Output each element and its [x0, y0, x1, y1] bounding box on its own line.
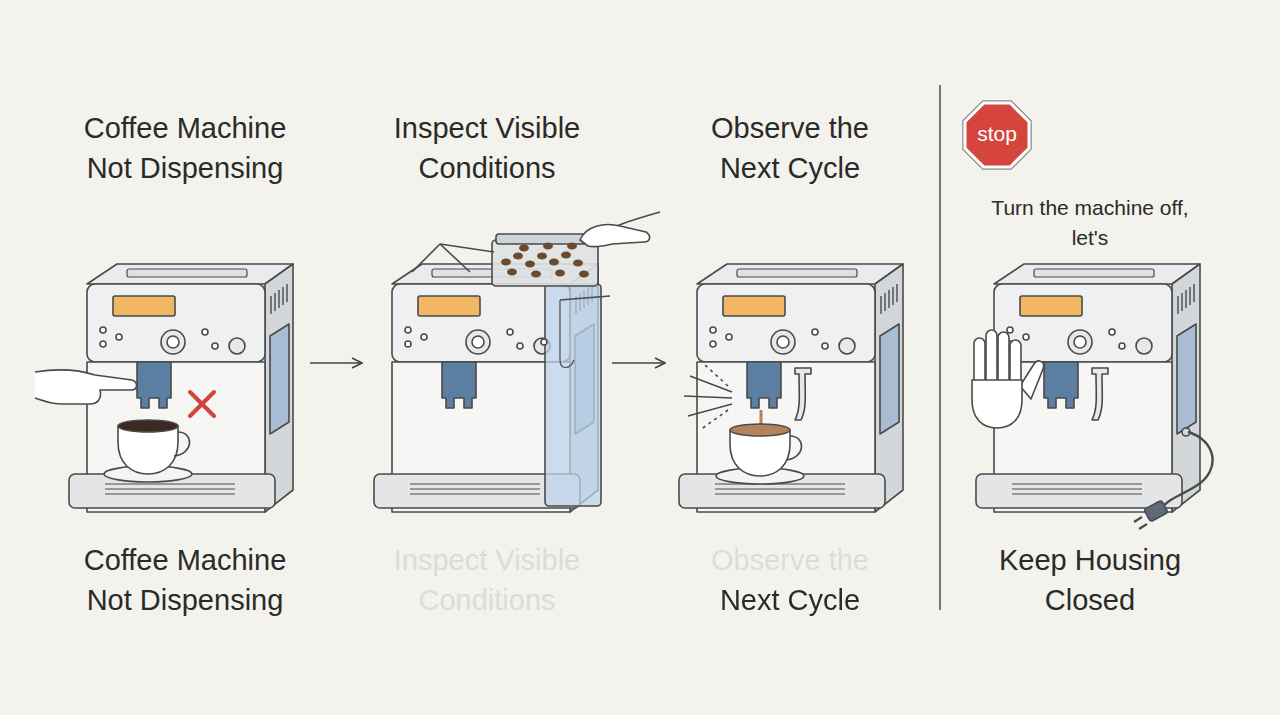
- flow-arrow: [310, 362, 362, 364]
- step-panel: Coffee Machine Not DispensingCoffee Mach…: [60, 100, 310, 615]
- panel-heading: Observe the Next Cycle: [683, 108, 898, 188]
- panel-heading: Coffee Machine Not Dispensing: [78, 108, 293, 188]
- flow-arrow: [612, 362, 665, 364]
- panel-caption: Observe the Next Cycle: [683, 540, 898, 620]
- panel-caption: Keep Housing Closed: [983, 540, 1198, 620]
- stop-sign-text: stop: [959, 97, 1035, 171]
- divider-line: [939, 85, 941, 610]
- panel-caption: Inspect Visible Conditions: [380, 540, 595, 620]
- step-panel: Observe the Next CycleObserve the Next C…: [665, 100, 915, 615]
- step-panel: Inspect Visible ConditionsInspect Visibl…: [362, 100, 612, 615]
- stop-sign: stop: [959, 97, 1035, 173]
- panel-heading: Inspect Visible Conditions: [380, 108, 595, 188]
- panel-caption: Coffee Machine Not Dispensing: [78, 540, 293, 620]
- instruction-note: Turn the machine off, let's: [990, 193, 1190, 253]
- stop-panel: Turn the machine off, let'sKeep Housing …: [965, 190, 1215, 615]
